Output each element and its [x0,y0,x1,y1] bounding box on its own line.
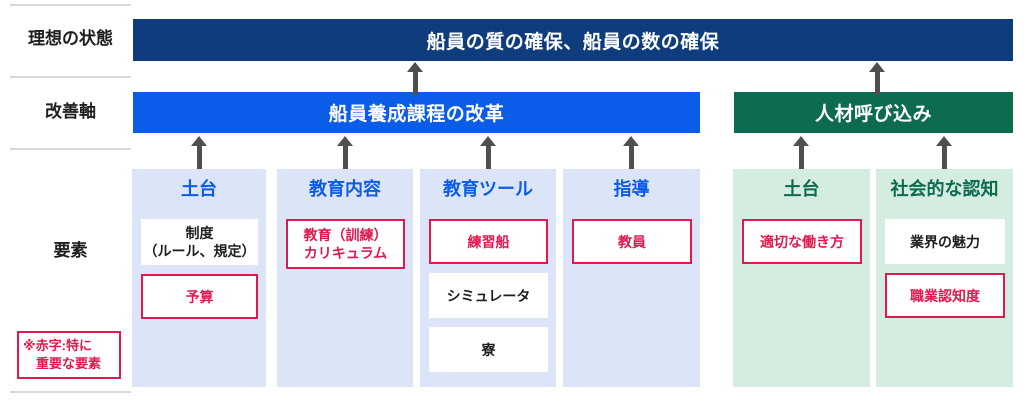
row-divider [10,76,131,78]
goal-bar-label: 船員の質の確保、船員の数の確保 [426,31,720,53]
element-box: 業界の魅力 [885,219,1005,264]
element-column-education-tools: 教育ツール 練習船 シミュレータ 寮 [420,169,556,387]
column-header: 指導 [613,179,650,199]
up-arrow-icon [191,136,207,169]
column-header: 土台 [181,179,217,199]
element-column-guidance: 指導 教員 [563,169,700,387]
element-box: 寮 [429,327,548,372]
element-box-important: 予算 [141,274,258,319]
element-box: シミュレータ [429,273,548,318]
row-label-improvement-axis: 改善軸 [45,102,96,121]
goal-bar: 船員の質の確保、船員の数の確保 [133,19,1013,61]
up-arrow-icon [869,62,885,95]
column-header: 教育ツール [443,179,533,199]
element-column-recruiting-foundation: 土台 適切な働き方 [733,169,870,387]
element-box-label: 制度 [185,225,214,241]
column-header: 教育内容 [309,179,381,199]
element-column-education-content: 教育内容 教育（訓練） カリキュラム [277,169,413,387]
column-header: 社会的な認知 [890,179,999,199]
row-divider [10,148,131,150]
element-column-foundation: 土台 制度 （ルール、規定） 予算 [132,169,266,387]
element-box-important: 練習船 [429,219,548,264]
up-arrow-icon [936,136,952,169]
element-box-label: 業界の魅力 [910,233,980,250]
legend-note-line: ※赤字:特に [23,338,92,353]
element-box-important: 教員 [572,219,692,264]
element-column-social-recognition: 社会的な認知 業界の魅力 職業認知度 [876,169,1013,387]
axis-bar-recruiting: 人材呼び込み [734,92,1013,133]
element-box-label: 練習船 [467,233,510,250]
element-box-label: 教員 [618,233,646,250]
row-divider [10,4,131,6]
element-box-important: 職業認知度 [885,273,1005,318]
axis-bar-education-label: 船員養成課程の改革 [328,104,505,125]
element-box-label: 適切な働き方 [760,233,844,250]
up-arrow-icon [623,136,639,169]
row-label-ideal-state: 理想の状態 [28,29,113,48]
legend-note-line: 重要な要素 [36,356,102,371]
element-box-label: シミュレータ [446,287,531,304]
element-box-important: 適切な働き方 [742,219,862,264]
element-box-label: 職業認知度 [910,287,980,304]
legend-note: ※赤字:特に 重要な要素 [17,331,121,379]
element-box-label: 寮 [481,341,496,358]
up-arrow-icon [480,136,496,169]
row-divider [10,391,131,393]
element-box-label: カリキュラム [303,245,388,261]
element-box-label: 教育（訓練） [303,227,388,243]
element-box-important: 教育（訓練） カリキュラム [286,219,405,269]
up-arrow-icon [793,136,809,169]
up-arrow-icon [337,136,353,169]
up-arrow-icon [407,62,423,95]
column-header: 土台 [783,179,820,199]
row-label-elements: 要素 [53,241,88,260]
axis-bar-education: 船員養成課程の改革 [133,92,700,133]
element-box-label: （ルール、規定） [143,243,256,259]
element-box: 制度 （ルール、規定） [141,219,258,265]
axis-bar-recruiting-label: 人材呼び込み [814,104,932,125]
element-box-label: 予算 [185,288,214,305]
